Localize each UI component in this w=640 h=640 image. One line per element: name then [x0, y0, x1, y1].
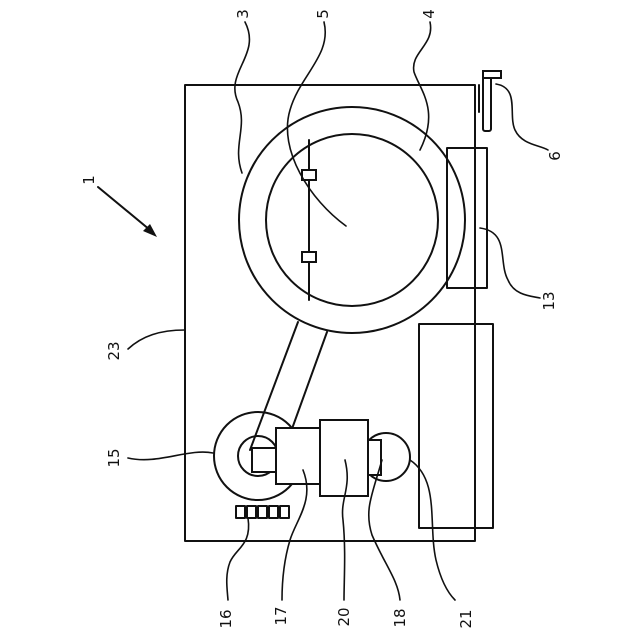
- teeth: [236, 506, 289, 518]
- coupling-block: [276, 428, 322, 484]
- leader-23: [128, 330, 185, 349]
- handle: [479, 71, 501, 131]
- leader-5: [287, 22, 346, 226]
- drum-outer: [239, 107, 465, 333]
- leader-15: [128, 452, 213, 460]
- reference-arrow: [98, 187, 157, 237]
- label-5: 5: [314, 9, 332, 19]
- label-1: 1: [80, 175, 98, 185]
- leader-16: [227, 518, 249, 600]
- leader-13: [480, 228, 540, 298]
- drum-inner: [266, 134, 438, 306]
- label-18: 18: [391, 608, 409, 627]
- drum-rod: [302, 140, 316, 300]
- label-23: 23: [105, 341, 123, 360]
- label-3: 3: [234, 9, 252, 19]
- label-17: 17: [272, 606, 290, 625]
- label-15: 15: [105, 448, 123, 467]
- leader-3: [235, 22, 250, 173]
- leader-6: [496, 84, 548, 150]
- label-20: 20: [335, 607, 353, 626]
- label-6: 6: [546, 151, 564, 161]
- label-21: 21: [457, 609, 475, 628]
- leader-21: [410, 460, 455, 600]
- label-4: 4: [420, 9, 438, 19]
- label-13: 13: [540, 291, 558, 310]
- label-16: 16: [217, 609, 235, 628]
- motor-block: [320, 420, 368, 496]
